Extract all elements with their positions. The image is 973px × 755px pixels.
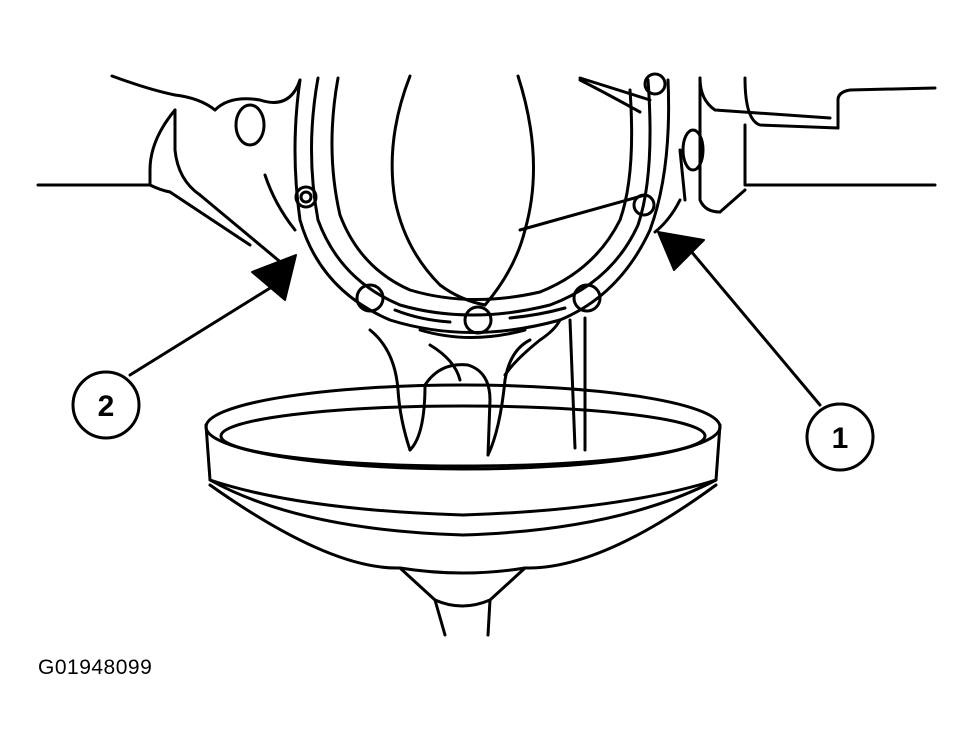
fluid-stream — [368, 316, 587, 457]
callout-1: 1 — [657, 231, 875, 472]
callout-1-label: 1 — [832, 422, 849, 455]
drain-pan — [204, 383, 722, 637]
figure-id: G01948099 — [38, 656, 153, 679]
cover-bolts — [294, 72, 667, 335]
callout-2: 2 — [71, 254, 297, 440]
callout-2-label: 2 — [98, 390, 115, 423]
differential-housing — [213, 78, 705, 232]
axle-tube-left — [36, 74, 292, 272]
axle-tube-right — [578, 76, 937, 234]
